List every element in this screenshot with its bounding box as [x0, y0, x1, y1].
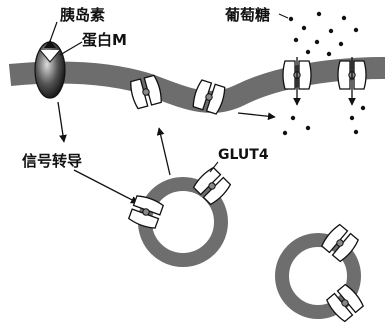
glucose-molecules-inside: [283, 106, 365, 135]
label-insulin: 胰岛素: [60, 6, 105, 24]
protein-m-pointer: [60, 42, 82, 55]
label-signal: 信号转导: [22, 152, 82, 170]
glut4-vesicle-1a: [192, 166, 232, 206]
exocytosis-arrow: [159, 128, 170, 175]
glucose-pointer: [279, 14, 288, 18]
signal-to-vesicle-arrow: [74, 170, 138, 203]
transport-arrow: [238, 113, 275, 117]
label-glut4: GLUT4: [218, 147, 269, 163]
signal-arrow: [58, 102, 64, 142]
protein-m-receptor: [35, 42, 65, 98]
insulin-pointer: [49, 22, 57, 44]
label-glucose: 葡萄糖: [224, 6, 270, 24]
glucose-molecules-outside: [289, 12, 358, 56]
label-protein-m: 蛋白M: [82, 31, 127, 49]
